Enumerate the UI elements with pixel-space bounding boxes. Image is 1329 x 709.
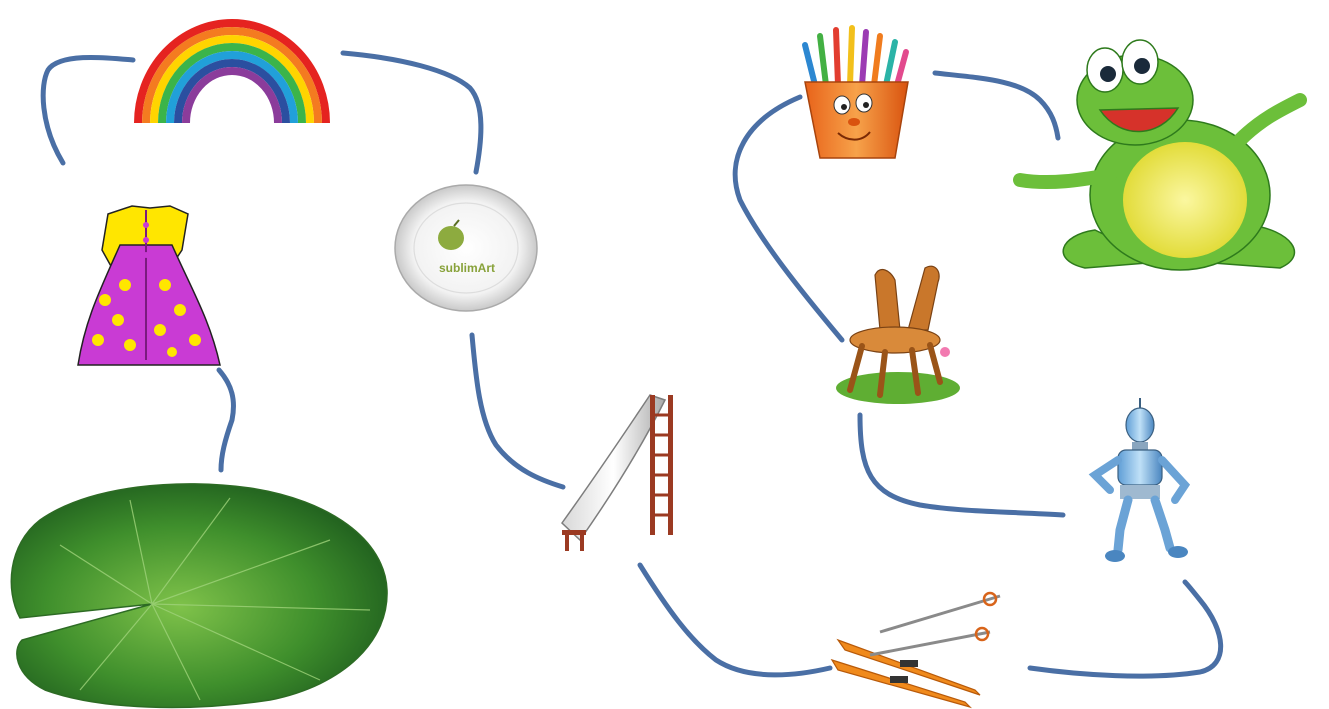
frog-icon [1020, 40, 1300, 270]
link-plate-slide [472, 335, 563, 487]
slide-icon [562, 395, 673, 551]
link-pencil-cup-frog [935, 73, 1058, 138]
plate-logo: sublimArt [439, 261, 495, 275]
link-skis-robot [1030, 582, 1221, 676]
dress-icon [78, 206, 220, 365]
link-dress-rainbow [43, 57, 133, 163]
plate-icon: sublimArt [395, 185, 537, 311]
skis-icon [832, 593, 1000, 707]
pencil-cup-icon [805, 28, 908, 158]
link-slide-skis [640, 565, 830, 675]
robot-icon [1095, 398, 1188, 562]
rainbow-icon [138, 23, 326, 123]
chair-icon [836, 266, 960, 404]
lily-pad-icon [11, 484, 387, 708]
link-rainbow-plate [343, 53, 481, 172]
link-dress-lily-pad [219, 370, 233, 470]
link-robot-chair [860, 415, 1063, 515]
